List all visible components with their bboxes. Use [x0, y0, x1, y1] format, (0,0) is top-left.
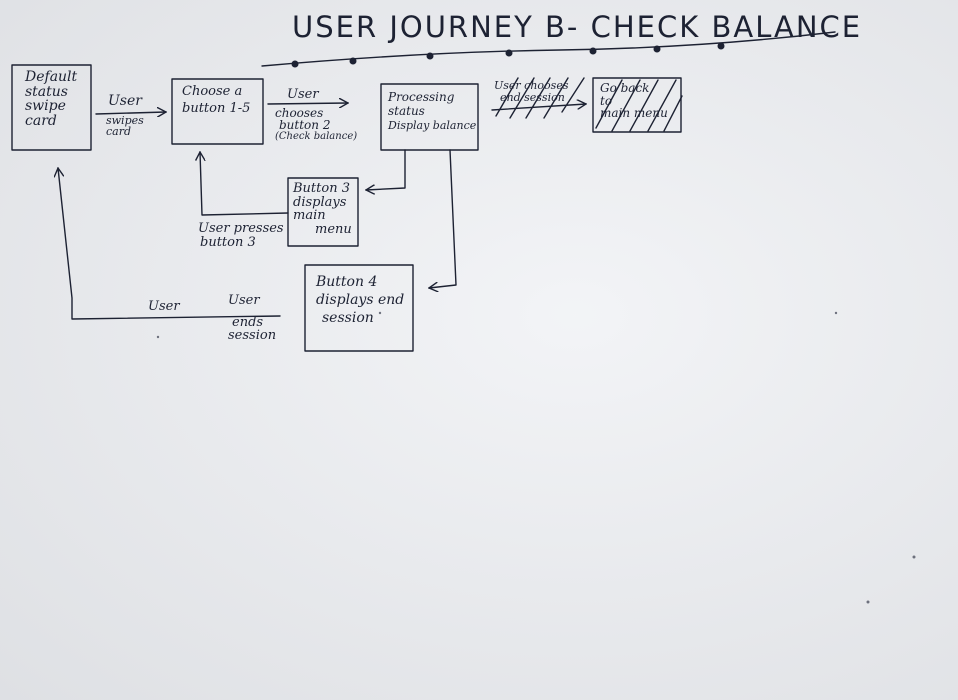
box-default-line: card	[25, 113, 57, 130]
arrow-swipes	[95, 112, 166, 114]
box-choose-line: button 1-5	[182, 100, 251, 116]
edge-presses-line: User presses	[198, 221, 284, 236]
arrow-processing-to-menu	[366, 149, 406, 190]
edge-swipes-line: card	[106, 125, 132, 139]
box-go-back-line: to	[600, 93, 613, 108]
edge-chooses-line: User	[287, 87, 319, 102]
title-underline	[261, 31, 836, 67]
edge-swipes-line: swipes	[106, 113, 144, 127]
title-beads	[291, 42, 725, 68]
box-default-outline	[11, 64, 92, 151]
edge-crossed-line: User chooses	[494, 79, 569, 92]
box-main-menu-line: main	[293, 208, 326, 224]
box-end-session-line: session	[322, 310, 374, 327]
box-default-line: Default	[25, 69, 78, 85]
edge-ends-line: session	[228, 328, 277, 344]
box-end-session-line: displays end	[316, 292, 405, 309]
edge-presses: User presses button 3	[198, 222, 284, 249]
board-specks	[156, 311, 916, 604]
arrow-menu-to-choose	[200, 152, 289, 216]
edge-ends-line: User	[228, 293, 260, 308]
edge-crossed-line: end session	[500, 90, 565, 104]
edge-presses-line: button 3	[200, 234, 256, 250]
edge-ends: User ends session	[228, 294, 276, 343]
edge-user: User	[148, 299, 180, 314]
box-end-session-outline	[304, 264, 414, 352]
edge-chooses-line: (Check balance)	[275, 130, 358, 142]
box-end-session: Button 4 displays end session	[316, 273, 404, 328]
box-end-session-line: Button 4	[316, 274, 378, 290]
box-main-menu-outline	[287, 177, 359, 247]
crossed-label-hatching	[495, 77, 585, 119]
crossed-arrow	[491, 104, 586, 111]
edge-chooses: User chooses button 2 (Check balance)	[275, 88, 357, 142]
box-choose-outline	[171, 78, 264, 145]
edge-chooses-line: button 2	[279, 118, 331, 133]
edge-ends-line: ends	[232, 314, 264, 330]
box-main-menu-line: menu	[315, 221, 352, 237]
box-main-menu-line: displays	[293, 194, 347, 210]
box-choose: Choose a button 1-5	[182, 84, 250, 118]
box-default-line: status	[25, 83, 68, 100]
go-back-hatching	[595, 79, 683, 132]
box-processing-line: status	[388, 104, 425, 119]
box-go-back-outline	[592, 77, 682, 133]
arrow-processing-to-end	[429, 149, 457, 288]
box-default-line: swipe	[25, 98, 66, 115]
box-processing-outline	[380, 83, 479, 151]
arrow-chooses	[267, 103, 348, 104]
edge-swipes: User swipes card	[106, 94, 144, 138]
edge-swipes-line: User	[108, 93, 142, 109]
box-go-back: Go back to main menu	[600, 82, 668, 120]
box-choose-line: Choose a	[182, 84, 243, 99]
diagram-title: USER JOURNEY B- CHECK BALANCE	[292, 10, 863, 44]
edge-chooses-line: chooses	[275, 105, 324, 120]
edge-crossed: User chooses end session	[494, 80, 568, 103]
box-processing-line: Display balance	[388, 118, 477, 132]
box-go-back-line: main menu	[600, 106, 668, 121]
box-go-back-line: Go back	[600, 81, 650, 95]
box-processing: Processing status Display balance	[388, 90, 476, 132]
box-main-menu-line: Button 3	[293, 181, 350, 196]
box-default: Default status swipe card	[25, 70, 77, 129]
box-processing-line: Processing	[388, 90, 455, 104]
box-main-menu: Button 3 displays main menu	[293, 182, 352, 237]
arrow-end-to-default	[58, 168, 281, 320]
